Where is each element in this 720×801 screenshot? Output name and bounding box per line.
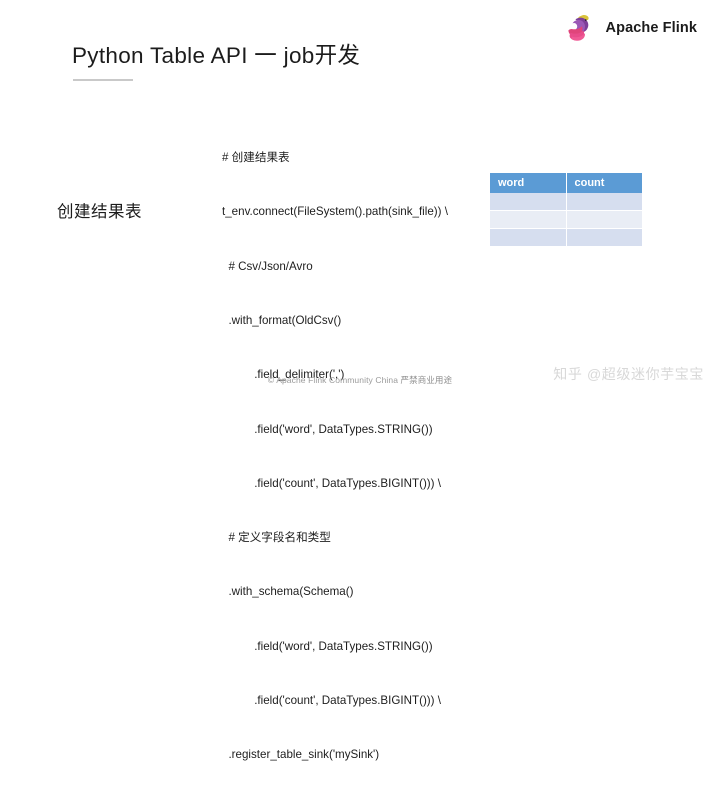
code-line: .field_delimiter(',') bbox=[222, 368, 345, 382]
footer-copyright: © Apache Flink Community China bbox=[267, 375, 399, 385]
footer-notice: 严禁商业用途 bbox=[400, 375, 453, 385]
column-header-count: count bbox=[566, 173, 642, 193]
code-line: .field('count', DataTypes.BIGINT())) \ bbox=[222, 694, 441, 707]
table-cell bbox=[566, 228, 642, 246]
footer: © Apache Flink Community China 严禁商业用途 bbox=[0, 374, 720, 386]
table-row bbox=[490, 228, 642, 246]
title-underline-rule bbox=[73, 79, 133, 81]
section-caption: 创建结果表 bbox=[57, 203, 142, 221]
code-line: .with_format(OldCsv() bbox=[222, 314, 342, 328]
table-header-row: word count bbox=[490, 173, 642, 193]
code-block: # 创建结果表 t_env.connect(FileSystem().path(… bbox=[222, 113, 448, 801]
table-cell bbox=[566, 210, 642, 229]
watermark: 知乎 @超级迷你芋宝宝 bbox=[553, 366, 704, 382]
column-header-word: word bbox=[490, 173, 567, 193]
result-table: word count bbox=[490, 173, 642, 246]
table-row bbox=[490, 193, 642, 211]
brand-label: Apache Flink bbox=[605, 20, 697, 36]
table-cell bbox=[490, 193, 567, 211]
table-cell bbox=[490, 228, 567, 246]
code-line: .register_table_sink('mySink') bbox=[222, 748, 380, 762]
code-line: .field('count', DataTypes.BIGINT())) \ bbox=[222, 476, 441, 490]
table-cell bbox=[490, 210, 567, 229]
apache-flink-brand: Apache Flink bbox=[567, 13, 697, 43]
page-title: Python Table API 一 job开发 bbox=[72, 43, 361, 68]
code-line: t_env.connect(FileSystem().path(sink_fil… bbox=[222, 205, 448, 219]
code-line: # 定义字段名和类型 bbox=[222, 531, 331, 545]
table-cell bbox=[566, 193, 642, 211]
flink-squirrel-logo-icon bbox=[567, 14, 589, 41]
code-line: # Csv/Json/Avro bbox=[222, 259, 313, 273]
code-line: .with_schema(Schema() bbox=[222, 585, 354, 599]
table-row bbox=[490, 210, 642, 229]
slide-canvas: Apache Flink Python Table API 一 job开发 创建… bbox=[0, 13, 720, 762]
code-line: .field('word', DataTypes.STRING()) bbox=[222, 639, 433, 653]
code-line: # 创建结果表 bbox=[222, 151, 290, 165]
code-line: .field('word', DataTypes.STRING()) bbox=[222, 422, 433, 436]
